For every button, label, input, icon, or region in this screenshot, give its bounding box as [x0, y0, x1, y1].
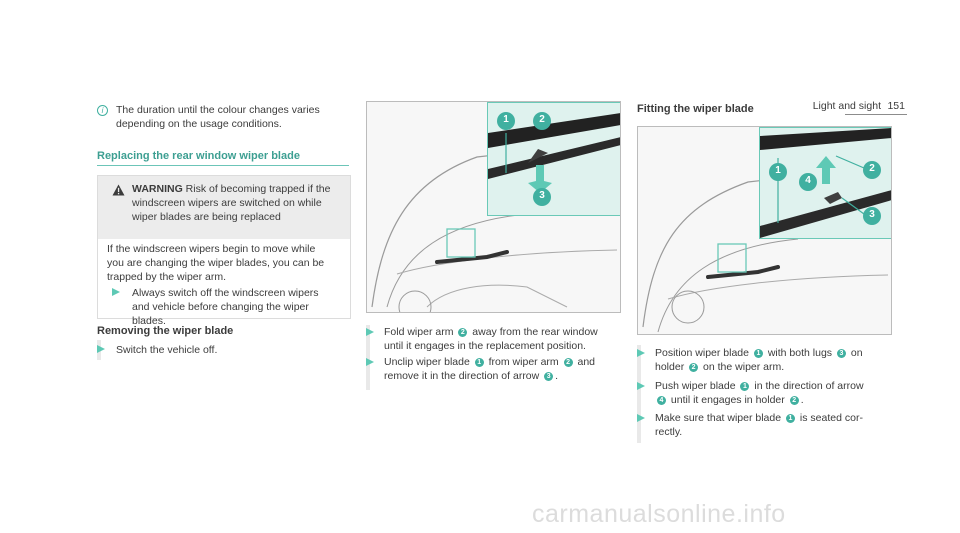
fitting-step-1: Position wiper blade 1 with both lugs 3 … — [655, 346, 895, 374]
detail-inset: 1 2 3 — [487, 102, 620, 216]
step-text: remove it in the direction of arrow — [384, 370, 540, 382]
step-text: Position wiper blade — [655, 347, 749, 359]
callout-3: 3 — [869, 209, 875, 220]
info-icon: i — [97, 105, 108, 116]
step-text: holder — [655, 361, 685, 373]
warning-instruction-line-1: Always switch off the windscreen wipers — [132, 287, 319, 299]
step-text: until it engages in holder — [670, 394, 785, 406]
callout-badge-2: 2 — [563, 358, 573, 367]
fitting-step-3: Make sure that wiper blade 1 is seated c… — [655, 411, 895, 439]
callout-badge-4: 4 — [657, 396, 666, 405]
callout-4: 4 — [805, 175, 811, 186]
detail-illustration — [488, 103, 620, 215]
step-text: Fold wiper arm — [384, 326, 454, 338]
warning-title: WARNING Risk of becoming trapped if the … — [132, 182, 344, 224]
step-text: on the wiper arm. — [703, 361, 785, 373]
callout-3: 3 — [539, 190, 545, 201]
bullet-arrow-icon — [637, 349, 645, 357]
step-text: on — [850, 347, 863, 359]
step-text: is seated cor- — [799, 412, 863, 424]
warning-line-2: windscreen wipers are switched on while — [132, 197, 322, 209]
callout-badge-1: 1 — [753, 349, 763, 358]
step-bar — [366, 325, 370, 390]
bullet-arrow-icon — [637, 382, 645, 390]
callout-badge-2: 2 — [689, 363, 699, 372]
step-text: Make sure that wiper blade — [655, 412, 782, 424]
bullet-arrow-icon — [366, 358, 374, 366]
warning-body-line-2: you are changing the wiper blades, you c… — [107, 257, 325, 269]
bullet-arrow-icon — [112, 288, 120, 296]
fitting-step-2: Push wiper blade 1 in the direction of a… — [655, 379, 895, 407]
page-number: 151 — [887, 100, 905, 112]
callout-badge-1: 1 — [474, 358, 484, 367]
bullet-arrow-icon — [637, 414, 645, 422]
section-heading-removing: Removing the wiper blade — [97, 325, 234, 337]
warning-line-3: wiper blades are being replaced — [132, 211, 281, 223]
callout-1: 1 — [503, 114, 509, 125]
warning-triangle-icon — [112, 184, 125, 196]
callout-badge-1: 1 — [786, 414, 795, 423]
note-line-2: depending on the usage conditions. — [116, 118, 282, 130]
note-text: The duration until the colour changes va… — [116, 103, 346, 131]
removing-step-3: Unclip wiper blade 1 from wiper arm 2 an… — [384, 355, 624, 383]
callout-badge-2: 2 — [789, 396, 799, 405]
step-bar — [637, 345, 641, 443]
warning-instruction-line-3: blades. — [132, 315, 166, 327]
warning-body-line-3: trapped by the wiper arm. — [107, 271, 227, 283]
warning-body-line-1: If the windscreen wipers begin to move w… — [107, 243, 316, 255]
running-header-section: Light and sight — [812, 100, 881, 112]
callout-badge-2: 2 — [458, 328, 468, 337]
step-text: Unclip wiper blade — [384, 356, 470, 368]
removing-step-2: Fold wiper arm 2 away from the rear wind… — [384, 325, 624, 353]
watermark: carmanualsonline.info — [532, 500, 786, 528]
header-rule — [845, 114, 907, 115]
step-text: . — [800, 394, 804, 406]
step-text: rectly. — [655, 426, 683, 438]
warning-instruction: Always switch off the windscreen wipers … — [132, 286, 344, 328]
step-text: . — [555, 370, 559, 382]
removing-step-1: Switch the vehicle off. — [116, 344, 218, 356]
callout-badge-3: 3 — [836, 349, 846, 358]
figure-rear-window-removal: 1 2 3 — [366, 101, 621, 313]
note-line-1: The duration until the colour changes va… — [116, 104, 320, 116]
step-text: Push wiper blade — [655, 380, 736, 392]
callout-badge-1: 1 — [740, 382, 750, 391]
warning-body: If the windscreen wipers begin to move w… — [107, 242, 343, 284]
step-text: and — [577, 356, 596, 368]
figure-wiper-fitting: 1 4 2 3 — [637, 126, 892, 335]
section-heading-replacing: Replacing the rear window wiper blade — [97, 150, 349, 166]
bullet-arrow-icon — [97, 345, 105, 353]
callout-2: 2 — [539, 114, 545, 125]
step-text: with both lugs — [767, 347, 833, 359]
warning-header — [98, 176, 350, 239]
detail-illustration — [760, 128, 891, 238]
warning-line-1: Risk of becoming trapped if the — [185, 183, 331, 195]
warning-box: WARNING Risk of becoming trapped if the … — [97, 175, 351, 327]
callout-2: 2 — [869, 163, 875, 174]
callout-1: 1 — [775, 165, 781, 176]
detail-inset: 1 4 2 3 — [759, 127, 891, 239]
warning-label: WARNING — [132, 183, 183, 195]
warning-instruction-line-2: and vehicle before changing the wiper — [132, 301, 309, 313]
step-text: away from the rear window — [472, 326, 598, 338]
step-text: in the direction of arrow — [754, 380, 864, 392]
step-text: until it engages in the replacement posi… — [384, 340, 586, 352]
bullet-arrow-icon — [366, 328, 374, 336]
section-heading-fitting: Fitting the wiper blade — [637, 103, 754, 115]
step-text: from wiper arm — [488, 356, 559, 368]
callout-badge-3: 3 — [544, 372, 554, 381]
